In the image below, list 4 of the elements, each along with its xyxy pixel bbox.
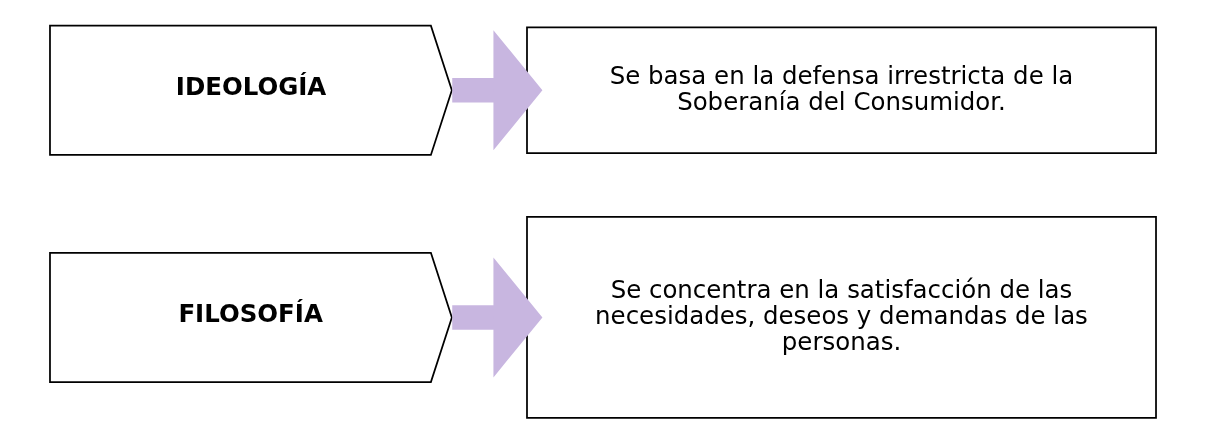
arrow xyxy=(452,257,543,378)
arrow xyxy=(452,30,543,151)
node-box: Se concentra en la satisfacción de las necesidades, deseos y demandas de las personas. xyxy=(526,216,1157,419)
node-box: Se basa en la defensa irrestricta de la Soberanía del Consumidor. xyxy=(526,26,1157,155)
